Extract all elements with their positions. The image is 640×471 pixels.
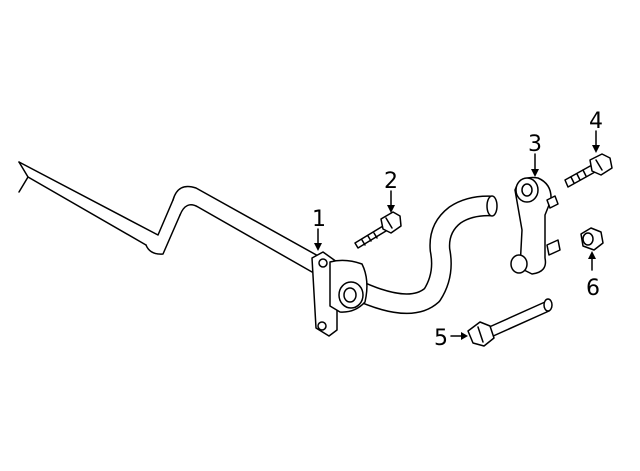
callout-4: 4 [589,109,603,134]
callout-3: 3 [528,132,542,157]
bracket-bolt [354,211,402,249]
stabilizer-bar [18,161,498,315]
callout-5: 5 [434,326,448,351]
callout-1: 1 [312,207,326,232]
long-bolt [467,298,553,347]
stabilizer-link [510,176,561,275]
nut [580,227,604,251]
callout-2: 2 [384,169,398,194]
callout-arrows [314,130,600,340]
callout-6: 6 [586,276,600,301]
link-bolt [564,153,613,188]
bushing-bracket [311,251,368,337]
